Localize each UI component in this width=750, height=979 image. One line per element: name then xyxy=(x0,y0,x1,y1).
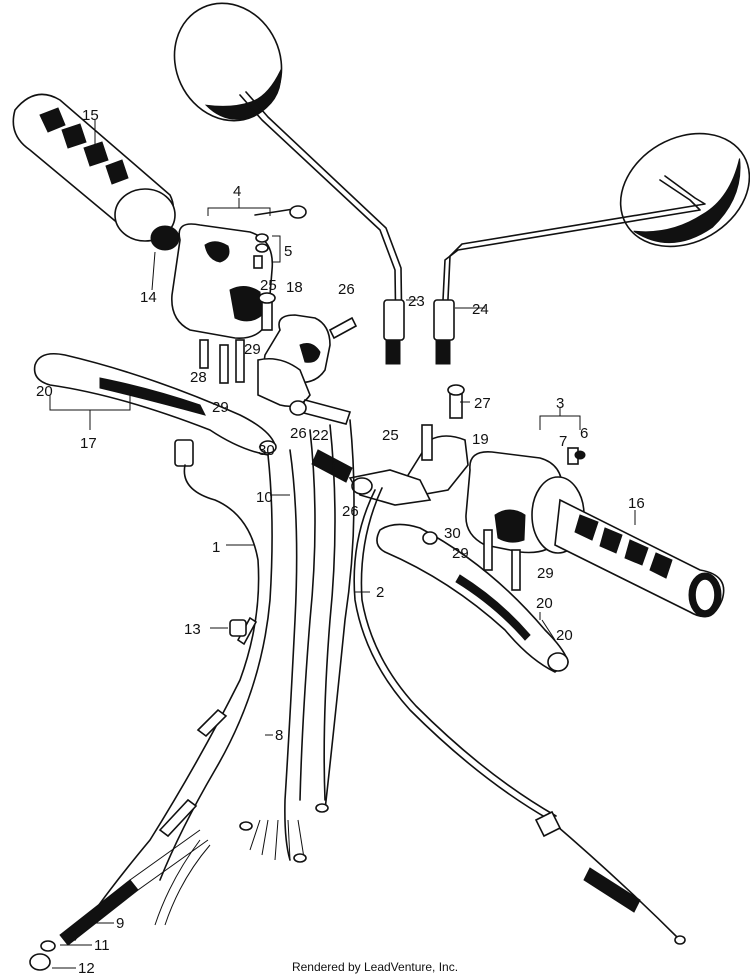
callout-labels: 15 4 5 14 25 18 26 29 28 29 20 17 26 22 … xyxy=(36,107,645,977)
callout-17: 17 xyxy=(80,435,97,452)
right-grip xyxy=(531,476,725,618)
lower-leader-lines xyxy=(52,922,114,969)
callout-15: 15 xyxy=(82,107,99,124)
callout-30: 30 xyxy=(444,525,461,542)
render-credit: Rendered by LeadVenture, Inc. xyxy=(291,960,459,974)
callout-11: 11 xyxy=(94,937,110,954)
callout-3: 3 xyxy=(556,395,564,412)
callout-1: 1 xyxy=(212,539,220,556)
callout-16: 16 xyxy=(628,495,645,512)
callout-29: 29 xyxy=(452,545,469,562)
callout-29: 29 xyxy=(537,565,554,582)
left-small-parts xyxy=(199,292,358,408)
callout-25: 25 xyxy=(382,427,399,444)
cables-and-wiring xyxy=(29,419,686,971)
callout-27: 27 xyxy=(474,395,491,412)
callout-27: 26 xyxy=(338,281,355,298)
callout-10: 10 xyxy=(256,489,273,506)
callout-21: 20 xyxy=(536,595,553,612)
callout-12: 12 xyxy=(78,960,95,977)
callout-28: 28 xyxy=(190,369,207,386)
callout-19: 19 xyxy=(472,431,489,448)
callout-26: 26 xyxy=(290,425,307,442)
callout-25: 25 xyxy=(260,277,277,294)
callout-5: 5 xyxy=(284,243,292,260)
right-mirror xyxy=(433,132,750,365)
callout-7: 7 xyxy=(559,433,567,450)
callout-29: 29 xyxy=(244,341,261,358)
callout-24: 24 xyxy=(472,301,489,318)
callout-20: 20 xyxy=(36,383,53,400)
callout-13: 13 xyxy=(184,621,201,638)
callout-18: 18 xyxy=(286,279,303,296)
left-mirror xyxy=(173,2,405,365)
callout-29: 29 xyxy=(212,399,229,416)
callout-2: 2 xyxy=(376,584,384,601)
right-brake-lever xyxy=(376,523,569,673)
callout-9: 9 xyxy=(116,915,124,932)
callout-14: 14 xyxy=(140,289,157,306)
callout-8: 8 xyxy=(275,727,283,744)
callout-4: 4 xyxy=(233,183,241,200)
callout-30: 30 xyxy=(258,442,275,459)
callout-26: 26 xyxy=(342,503,359,520)
callout-23: 23 xyxy=(408,293,425,310)
callout-6: 6 xyxy=(580,425,588,442)
callout-20: 20 xyxy=(556,627,573,644)
leader-lines xyxy=(49,120,636,736)
left-clutch-lever xyxy=(33,352,277,467)
left-switch-housing xyxy=(171,205,307,339)
left-grip xyxy=(12,93,180,251)
callout-22: 22 xyxy=(312,427,329,444)
